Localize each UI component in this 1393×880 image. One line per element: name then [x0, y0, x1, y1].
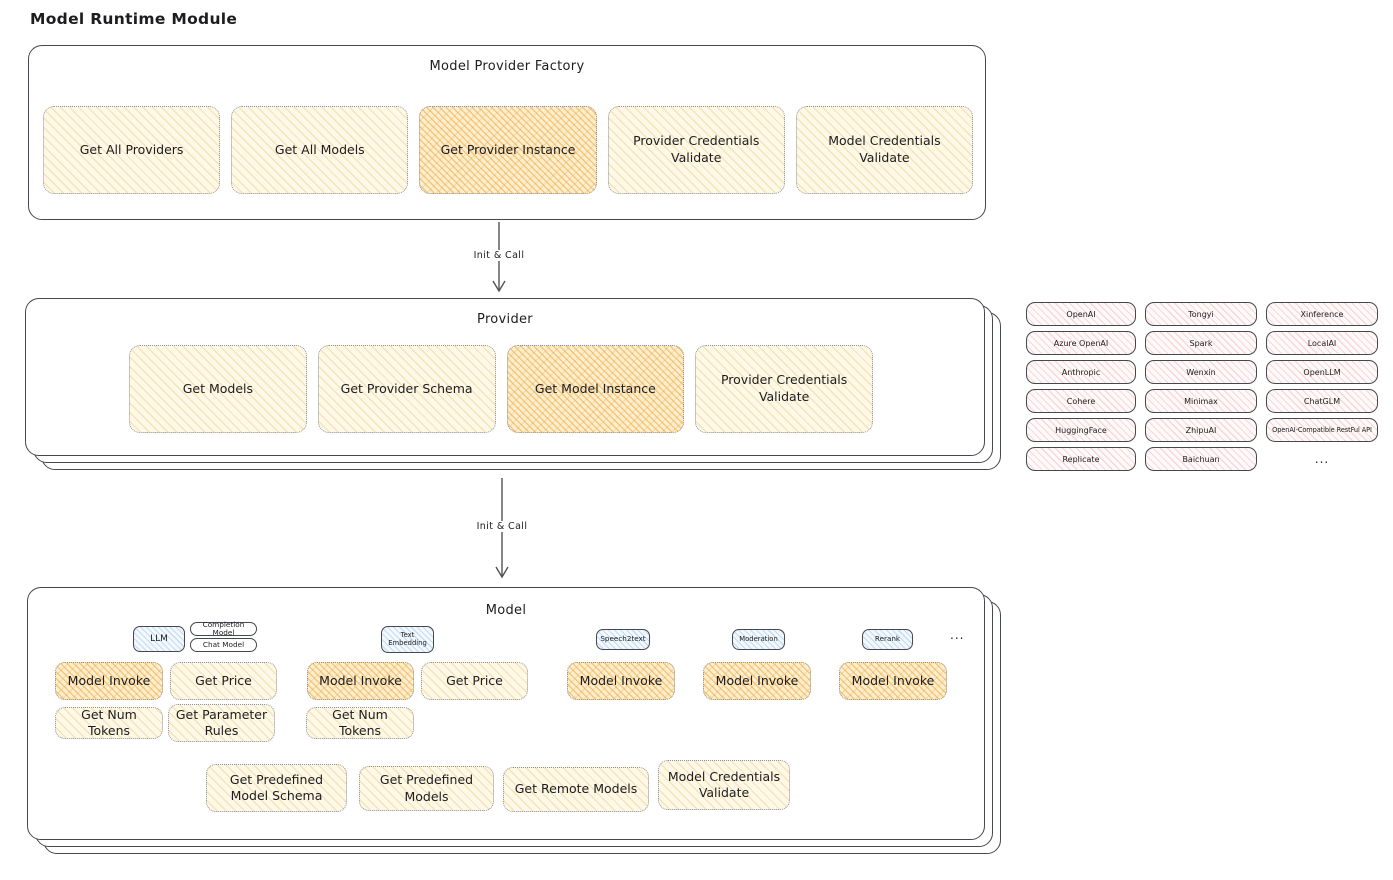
provider-chip-chatglm: ChatGLM — [1266, 389, 1378, 413]
model-op-get-num-tokens-text-embedding: Get Num Tokens — [306, 707, 414, 739]
provider-chip-openai: OpenAI — [1026, 302, 1136, 326]
arrow-label-init-call-2: Init & Call — [472, 521, 532, 532]
providers-grid: OpenAI Tongyi Xinference Azure OpenAI Sp… — [1026, 302, 1378, 471]
model-op-get-remote-models: Get Remote Models — [503, 767, 649, 812]
provider-section: Provider Get Models Get Provider Schema … — [25, 298, 985, 456]
model-op-get-price-llm: Get Price — [170, 662, 277, 700]
model-op-get-parameter-rules: Get Parameter Rules — [168, 704, 275, 742]
model-op-invoke-rerank: Model Invoke — [839, 662, 947, 700]
provider-chip-zhipuai: ZhipuAI — [1145, 418, 1257, 442]
provider-op-get-model-instance: Get Model Instance — [506, 345, 685, 433]
model-title: Model — [485, 603, 527, 618]
model-op-get-predefined-models: Get Predefined Models — [359, 766, 494, 811]
model-op-get-price-text-embedding: Get Price — [421, 662, 528, 700]
provider-chip-anthropic: Anthropic — [1026, 360, 1136, 384]
provider-chip-wenxin: Wenxin — [1145, 360, 1257, 384]
provider-chip-openllm: OpenLLM — [1266, 360, 1378, 384]
provider-chip-azure-openai: Azure OpenAI — [1026, 331, 1136, 355]
factory-op-provider-credentials-validate: Provider Credentials Validate — [607, 106, 785, 194]
model-tag-text-embedding: Text Embedding — [381, 626, 434, 653]
provider-op-get-models: Get Models — [129, 345, 307, 433]
model-section: Model LLM Completion Model Chat Model Te… — [27, 587, 985, 840]
model-tag-completion-model: Completion Model — [190, 620, 257, 637]
factory-ops-row: Get All Providers Get All Models Get Pro… — [43, 106, 974, 194]
provider-chip-replicate: Replicate — [1026, 447, 1136, 471]
model-op-get-predefined-model-schema: Get Predefined Model Schema — [206, 764, 347, 812]
provider-chip-tongyi: Tongyi — [1145, 302, 1257, 326]
model-tag-moderation: Moderation — [732, 629, 785, 650]
provider-chip-minimax: Minimax — [1145, 389, 1257, 413]
provider-chip-openai-compatible-restful-api: OpenAI-Compatible RestFul API — [1266, 418, 1378, 442]
factory-section: Model Provider Factory Get All Providers… — [28, 45, 986, 220]
factory-op-get-provider-instance: Get Provider Instance — [419, 106, 597, 194]
provider-ops-row: Get Models Get Provider Schema Get Model… — [129, 345, 873, 433]
provider-op-get-provider-schema: Get Provider Schema — [317, 345, 496, 433]
factory-title: Model Provider Factory — [429, 59, 585, 74]
model-op-invoke-moderation: Model Invoke — [703, 662, 811, 700]
provider-chip-spark: Spark — [1145, 331, 1257, 355]
factory-op-get-all-providers: Get All Providers — [43, 106, 221, 194]
model-op-get-num-tokens-llm: Get Num Tokens — [55, 707, 163, 739]
model-op-model-credentials-validate: Model Credentials Validate — [658, 760, 790, 810]
provider-chip-cohere: Cohere — [1026, 389, 1136, 413]
model-op-invoke-speech2text: Model Invoke — [567, 662, 675, 700]
provider-chip-huggingface: HuggingFace — [1026, 418, 1136, 442]
factory-op-get-all-models: Get All Models — [231, 106, 409, 194]
model-op-invoke-text-embedding: Model Invoke — [307, 662, 414, 700]
model-tag-chat-model: Chat Model — [190, 638, 257, 652]
page-title: Model Runtime Module — [30, 10, 238, 28]
model-tags-ellipsis: ... — [950, 628, 965, 642]
model-tag-llm: LLM — [133, 626, 185, 652]
arrow-label-init-call-1: Init & Call — [469, 250, 529, 261]
providers-ellipsis: ... — [1314, 452, 1330, 466]
provider-title: Provider — [477, 312, 533, 327]
model-op-invoke-llm: Model Invoke — [55, 662, 163, 700]
model-tag-rerank: Rerank — [862, 629, 913, 650]
provider-chip-baichuan: Baichuan — [1145, 447, 1257, 471]
provider-chip-localai: LocalAI — [1266, 331, 1378, 355]
factory-op-model-credentials-validate: Model Credentials Validate — [795, 106, 974, 194]
model-tag-speech2text: Speech2text — [596, 629, 650, 650]
provider-op-provider-credentials-validate: Provider Credentials Validate — [695, 345, 873, 433]
provider-chip-xinference: Xinference — [1266, 302, 1378, 326]
